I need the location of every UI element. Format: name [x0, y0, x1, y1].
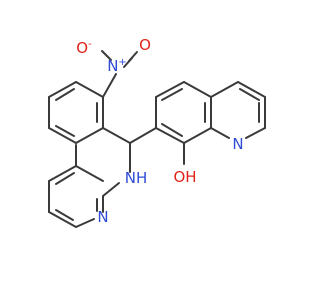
atom-labels: O- N+ O N OH NH N	[76, 36, 243, 226]
bond	[239, 88, 260, 101]
nitro-nitrogen-positive-label: N+	[107, 57, 127, 75]
nitro-oxygen-negative-label: O-	[76, 39, 92, 57]
bond	[245, 127, 266, 139]
bond	[129, 127, 157, 144]
bond	[155, 127, 185, 144]
bond	[102, 127, 131, 144]
bond	[155, 81, 185, 98]
hydroxyl-label: OH	[173, 168, 196, 186]
bond	[55, 172, 75, 185]
bond	[161, 88, 183, 101]
bond	[210, 127, 230, 139]
bond	[123, 57, 133, 68]
bond	[48, 127, 77, 144]
bond	[75, 218, 95, 228]
bond	[101, 50, 112, 61]
molecule-structure-diagram: O- N+ O N OH NH N	[48, 36, 266, 228]
bond	[75, 81, 104, 98]
nitro-oxygen-label: O	[139, 36, 151, 54]
bond	[48, 165, 77, 182]
bond	[102, 73, 117, 98]
bond	[55, 88, 75, 101]
bond	[161, 123, 183, 137]
quinoline-nitrogen-label: N	[232, 135, 243, 153]
amine-nh-label: NH	[125, 169, 148, 187]
bond	[75, 165, 104, 182]
bond	[75, 127, 104, 144]
bond	[102, 182, 120, 197]
bond	[55, 125, 75, 137]
pyridine-nitrogen-label: N	[97, 208, 108, 226]
bond	[237, 81, 266, 98]
bond	[210, 81, 239, 98]
bond	[55, 209, 74, 221]
bond	[183, 127, 212, 144]
bond	[183, 81, 212, 98]
bond	[48, 81, 77, 98]
bond	[48, 211, 77, 228]
bond-lines	[48, 50, 266, 228]
